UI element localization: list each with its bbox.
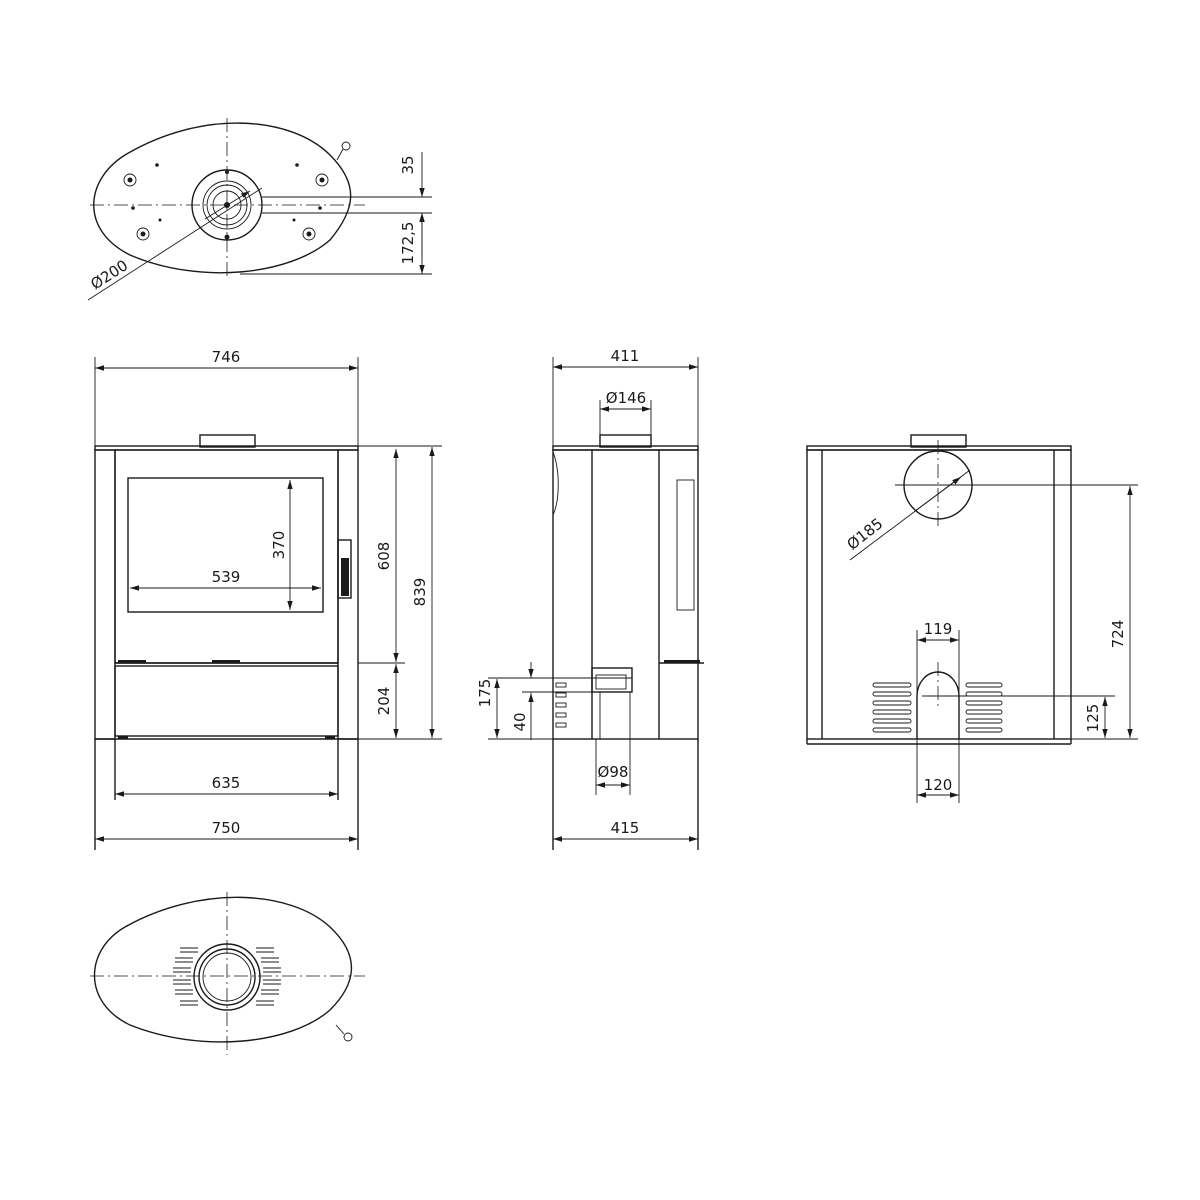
- bottom-handle-knob: [343, 1032, 353, 1042]
- top-view: 35 172,5 Ø200: [87, 118, 432, 301]
- rear-body: [806, 449, 1072, 740]
- front-glass: [127, 477, 324, 613]
- side-view: 411 Ø146 175 40 Ø98 415: [476, 347, 704, 850]
- front-view: 746 539 370 608 204 839 635 750: [94, 348, 442, 850]
- dim-glass-height: 370: [270, 531, 288, 560]
- dim-air-diameter: Ø98: [598, 763, 629, 781]
- side-rear-slot: [676, 479, 695, 611]
- dim-air-height: 175: [476, 679, 494, 708]
- dim-flue-diameter-top: Ø200: [87, 256, 131, 293]
- dim-base-width: 750: [212, 819, 241, 837]
- dim-glass-width: 539: [212, 568, 241, 586]
- bottom-view: [90, 892, 365, 1055]
- dim-offset-small: 35: [399, 155, 417, 174]
- dim-inlet-width-top: 119: [924, 620, 953, 638]
- top-view-outline: [93, 122, 352, 274]
- front-door: [114, 449, 339, 664]
- dim-inlet-width-bottom: 120: [924, 776, 953, 794]
- bottom-air-collar: [193, 943, 261, 1011]
- dim-top-depth: 411: [611, 347, 640, 365]
- side-body: [552, 449, 699, 740]
- side-vent-slots: [555, 682, 567, 728]
- side-flue-stub: [599, 434, 652, 448]
- dim-offset-center: 172,5: [399, 222, 417, 265]
- rear-vent-slots: [872, 682, 1003, 733]
- dim-air-inlet-height: 40: [511, 712, 529, 731]
- front-flue-stub: [199, 434, 256, 448]
- dim-inlet-height: 125: [1084, 704, 1102, 733]
- rear-view: Ø185 119 120: [806, 434, 1138, 803]
- dim-base-depth: 415: [611, 819, 640, 837]
- dim-door-height: 608: [375, 542, 393, 571]
- dim-top-width: 746: [212, 348, 241, 366]
- dim-lower-height: 204: [375, 687, 393, 716]
- front-ash-drawer: [114, 665, 339, 737]
- bottom-view-outline: [93, 896, 353, 1043]
- front-door-handle: [337, 539, 352, 599]
- rear-flue-stub: [910, 434, 967, 448]
- handle-knob: [341, 141, 351, 151]
- dim-rear-flue-diameter: Ø185: [843, 515, 886, 554]
- dim-inner-base-width: 635: [212, 774, 241, 792]
- dim-flue-diameter-side: Ø146: [606, 389, 646, 407]
- front-left-panel: [94, 449, 116, 740]
- dim-total-height: 839: [411, 578, 429, 607]
- side-air-intake: [591, 667, 633, 693]
- bolt-holes: [123, 163, 329, 241]
- bottom-vent-slots: [173, 947, 281, 1006]
- dim-rear-flue-height: 724: [1109, 620, 1127, 649]
